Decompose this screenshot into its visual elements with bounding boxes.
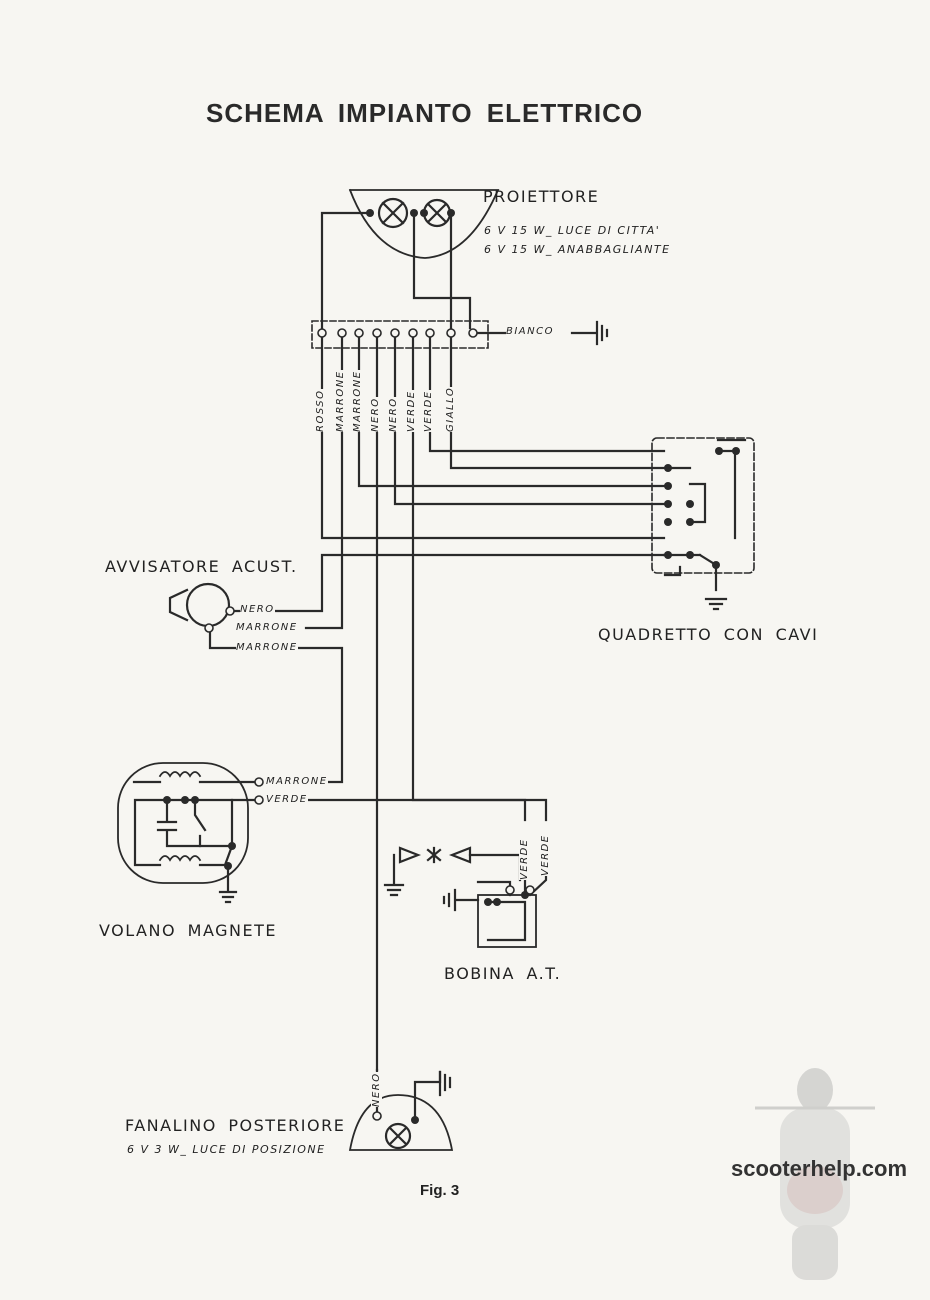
- wire-label-verde-1: VERDE: [406, 390, 417, 432]
- switch-panel: [651, 437, 755, 574]
- wire-label-marrone-1: MARRONE: [335, 370, 346, 432]
- tail-light-housing: [348, 1094, 454, 1151]
- wire-label-rear-nero: NERO: [371, 1072, 382, 1107]
- wire-label-horn-marrone-1: MARRONE: [236, 622, 298, 633]
- wire-label-horn-marrone-2: MARRONE: [236, 642, 298, 653]
- proiettore-spec-2: 6 V 15 W_ ANABBAGLIANTE: [484, 243, 671, 256]
- wire-label-bianco: BIANCO: [506, 326, 554, 337]
- terminal-block: [311, 320, 489, 349]
- headlight-housing: [348, 188, 500, 259]
- scooter-watermark-image: [755, 1068, 875, 1280]
- quadretto-label: QUADRETTO CON CAVI: [598, 625, 819, 644]
- wire-label-marrone-2: MARRONE: [352, 370, 363, 432]
- diagram-title: SCHEMA IMPIANTO ELETTRICO: [206, 98, 644, 128]
- wire-label-magneto-verde: VERDE: [266, 794, 308, 805]
- fanalino-spec: 6 V 3 W_ LUCE DI POSIZIONE: [127, 1143, 326, 1156]
- avvisatore-label: AVVISATORE ACUST.: [105, 557, 298, 576]
- wire-label-magneto-marrone: MARRONE: [266, 776, 328, 787]
- flywheel-magneto: [117, 762, 249, 884]
- horn-body: [185, 582, 231, 628]
- wire-label-coil-verde-2: VERDE: [540, 834, 551, 876]
- bobina-label: BOBINA A.T.: [444, 964, 562, 983]
- proiettore-spec-1: 6 V 15 W_ LUCE DI CITTA': [484, 224, 661, 237]
- wire-label-horn-nero: NERO: [240, 604, 275, 615]
- wire-label-nero-1: NERO: [370, 397, 381, 432]
- wire-label-giallo: GIALLO: [445, 386, 456, 432]
- wire-label-nero-2: NERO: [388, 397, 399, 432]
- wire-label-rosso: ROSSO: [315, 389, 326, 432]
- figure-label: Fig. 3: [420, 1182, 460, 1199]
- wire-label-verde-2: VERDE: [423, 390, 434, 432]
- watermark-text: scooterhelp.com: [731, 1156, 908, 1181]
- wire-label-coil-verde-1: VERDE: [519, 838, 530, 880]
- headlight-lamp-1: [377, 197, 409, 229]
- volano-label: VOLANO MAGNETE: [99, 921, 277, 940]
- ignition-coil: [477, 894, 537, 948]
- tail-light-lamp: [384, 1122, 412, 1150]
- fanalino-label: FANALINO POSTERIORE: [125, 1116, 346, 1135]
- proiettore-label: PROIETTORE: [483, 187, 600, 206]
